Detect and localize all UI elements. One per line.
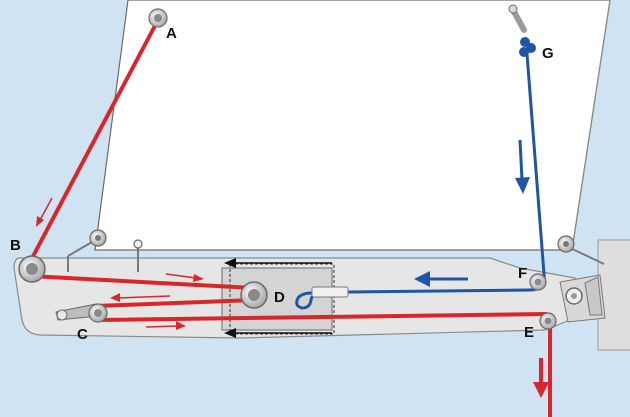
pulley-e-icon — [539, 312, 557, 330]
label-c: C — [77, 326, 88, 343]
label-g: G — [542, 45, 554, 62]
pulley-f-icon — [529, 273, 547, 291]
slider-arrow-top — [224, 258, 332, 268]
blue-arrow-down — [515, 139, 530, 194]
mast — [597, 239, 630, 351]
slider-arrow-bottom — [224, 328, 332, 338]
label-b: B — [10, 237, 21, 254]
g-shackle-icon — [508, 4, 527, 33]
pulley-b-icon — [18, 255, 46, 283]
red-arrow-top — [165, 273, 204, 282]
pulley-d-icon — [240, 281, 268, 309]
label-a: A — [166, 25, 177, 42]
label-e: E — [524, 324, 534, 341]
d-connector-bar — [311, 286, 349, 298]
red-arrow-ab — [36, 197, 53, 227]
red-arrow-middle — [110, 293, 171, 302]
g-knot-icon — [519, 37, 536, 57]
gooseneck-fitting — [559, 274, 606, 323]
sail-luff-edge — [571, 0, 611, 251]
red-arrow-down — [533, 358, 549, 398]
label-f: F — [518, 265, 527, 282]
clew-shackle-near-mast — [557, 235, 605, 265]
blue-arrow-left — [414, 271, 468, 287]
boom-pin-fitting — [133, 239, 143, 272]
red-outhaul-line — [28, 18, 552, 417]
c-cleat-fitting — [55, 303, 99, 321]
pulley-a-icon — [148, 8, 168, 28]
red-arrow-bottom — [145, 321, 186, 330]
label-d: D — [274, 289, 285, 306]
boom-cleat-fitting — [67, 229, 107, 272]
pulley-c-icon — [88, 303, 108, 323]
